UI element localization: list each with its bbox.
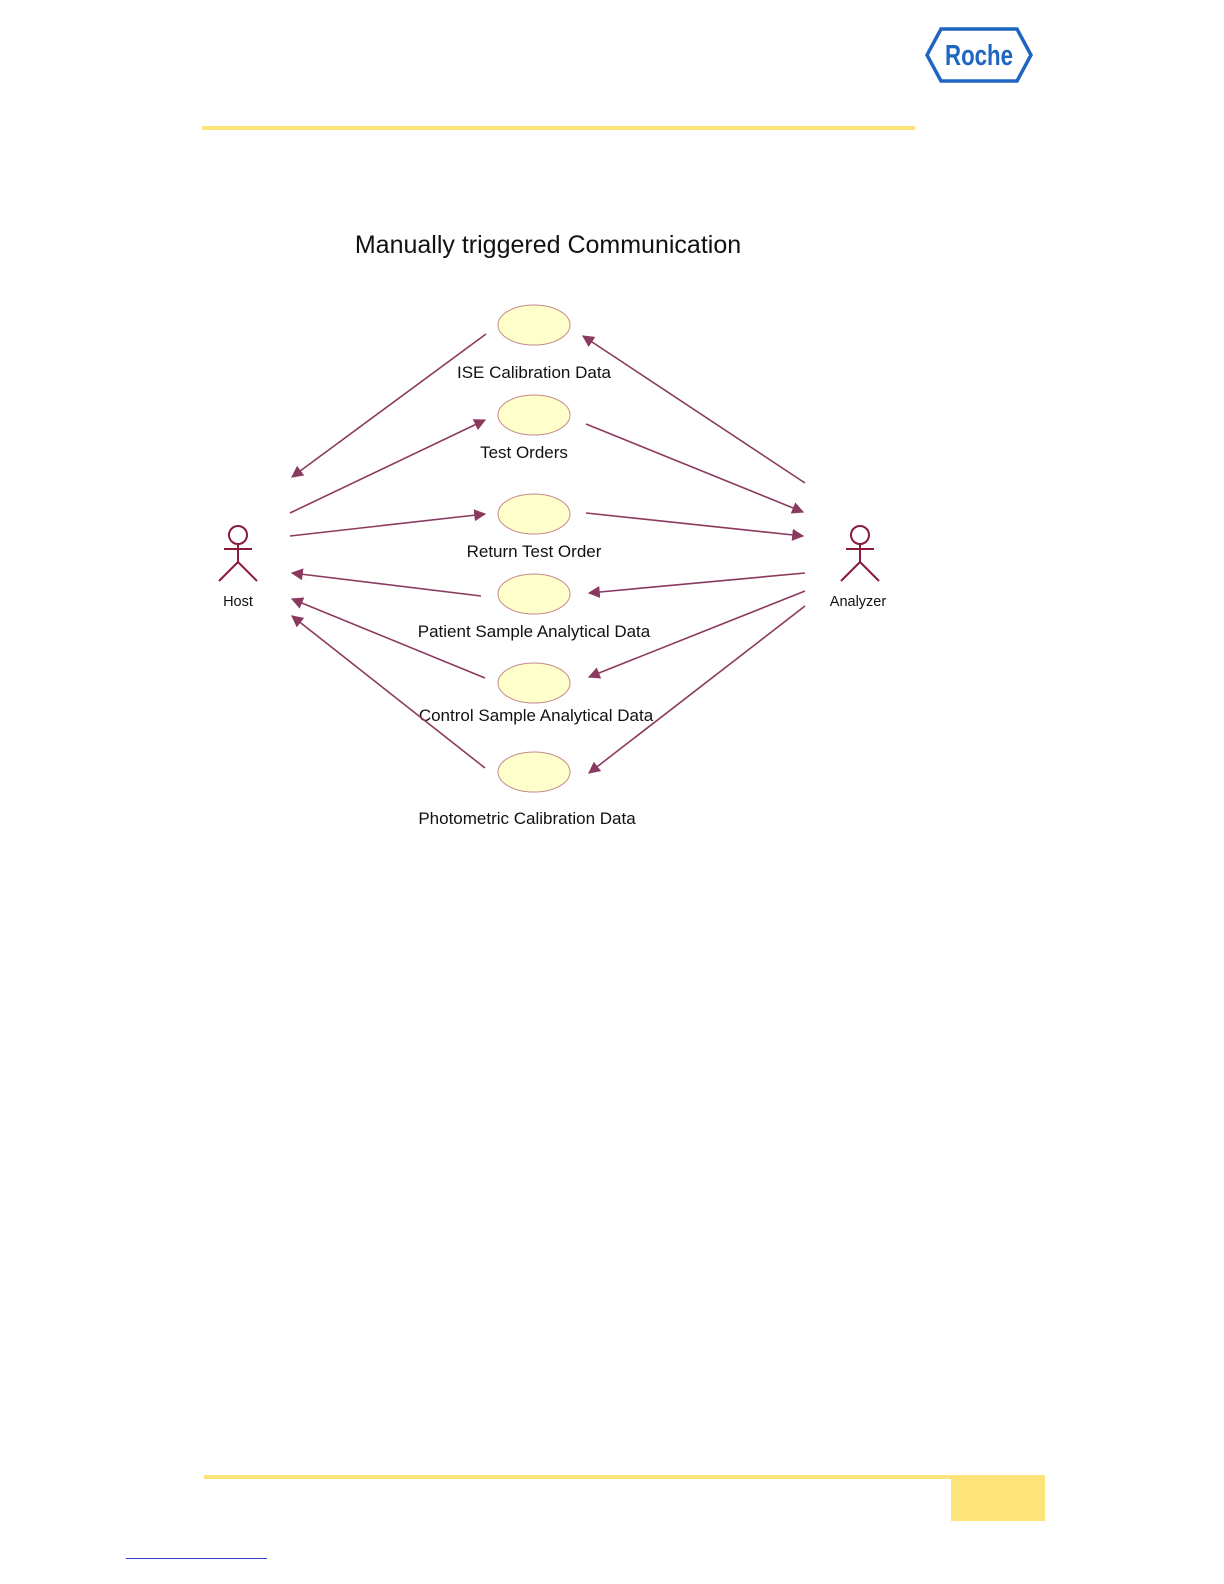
analyzer-actor: Analyzer xyxy=(830,526,887,610)
use-case-ellipse xyxy=(498,752,570,792)
arrow-analyzer-to-patient-sample xyxy=(589,573,805,593)
use-case-photometric-calibration-data: Photometric Calibration Data xyxy=(418,752,636,828)
use-case-label: Photometric Calibration Data xyxy=(418,809,636,828)
use-case-ellipse xyxy=(498,494,570,534)
use-case-patient-sample-analytical-data: Patient Sample Analytical Data xyxy=(418,574,651,641)
use-case-ellipse xyxy=(498,574,570,614)
use-case-ise-calibration-data: ISE Calibration Data xyxy=(457,305,612,382)
use-case-label: Control Sample Analytical Data xyxy=(419,706,654,725)
footer-rule xyxy=(204,1475,1045,1479)
arrow-test-orders-to-analyzer xyxy=(586,424,803,512)
use-case-ellipse xyxy=(498,395,570,435)
use-case-label: Return Test Order xyxy=(467,542,602,561)
use-case-label: Test Orders xyxy=(480,443,568,462)
use-case-return-test-order: Return Test Order xyxy=(467,494,602,561)
host-label: Host xyxy=(223,594,253,610)
arrow-host-to-test-orders xyxy=(290,420,485,513)
use-case-ellipse xyxy=(498,663,570,703)
host-actor-icon xyxy=(219,526,257,581)
footer-page-box xyxy=(951,1475,1045,1521)
footer-link-underline xyxy=(126,1558,267,1559)
use-case-control-sample-analytical-data: Control Sample Analytical Data xyxy=(419,663,654,725)
host-actor: Host xyxy=(219,526,257,610)
use-case-test-orders: Test Orders xyxy=(480,395,570,462)
arrow-ise-calibration-to-host xyxy=(292,334,486,477)
analyzer-label: Analyzer xyxy=(830,594,887,610)
use-case-ellipse xyxy=(498,305,570,345)
diagram-title: Manually triggered Communication xyxy=(355,231,741,259)
arrow-host-to-return-test-order xyxy=(290,514,485,536)
arrow-patient-sample-to-host xyxy=(292,573,481,596)
use-case-label: ISE Calibration Data xyxy=(457,363,612,382)
analyzer-actor-icon xyxy=(841,526,879,581)
arrow-return-test-order-to-analyzer xyxy=(586,513,803,536)
arrow-analyzer-to-ise-calibration xyxy=(583,336,805,483)
use-case-label: Patient Sample Analytical Data xyxy=(418,622,651,641)
